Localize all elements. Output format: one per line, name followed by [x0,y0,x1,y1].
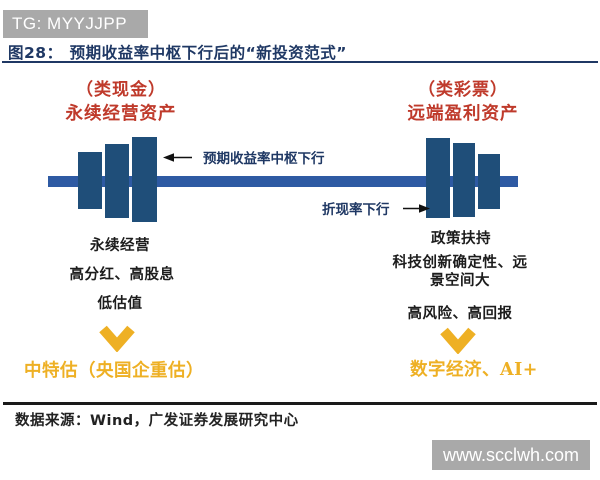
barbell-plate-left-small [78,152,102,209]
discount-rate-annotation: 折现率下行 [322,198,430,218]
tg-watermark-banner: TG: MYYJJPP [3,10,148,38]
barbell-plate-right-medium [453,143,475,217]
figure-title: 图28： 预期收益率中枢下行后的“新投资范式” [8,41,347,63]
source-divider [3,402,597,405]
expected-return-label: 预期收益率中枢下行 [203,151,325,167]
right-trait: 高风险、高回报 [407,305,513,322]
right-trait: 政策扶持 [431,230,491,247]
left-asset-name: 永续经营资产 [65,104,177,124]
barbell-plate-right-small [478,154,500,209]
left-asset-header: （类现金） 永续经营资产 [66,80,177,125]
left-trait: 永续经营 [90,237,150,254]
right-asset-header: （类彩票） 远端盈利资产 [408,80,519,125]
left-trait: 低估值 [97,295,143,312]
arrow-left-icon [163,152,192,162]
right-trait: 科技创新确定性、远景空间大 [392,254,528,289]
barbell-plate-left-medium [105,144,129,218]
data-source: 数据来源：Wind，广发证券发展研究中心 [15,413,299,429]
left-asset-tag: （类现金） [76,80,166,100]
left-trait: 高分红、高股息 [69,266,175,283]
barbell-plate-left-large [132,137,157,222]
chevron-down-icon [99,325,135,352]
arrow-right-icon [402,203,430,213]
barbell-plate-right-large [426,138,450,218]
right-asset-tag: （类彩票） [418,80,508,100]
discount-rate-label: 折现率下行 [322,202,390,218]
figure-number: 图28： [8,44,63,62]
chevron-down-icon [440,327,476,354]
figure-title-text: 预期收益率中枢下行后的“新投资范式” [69,44,347,62]
left-conclusion: 中特估（央国企重估） [24,361,204,381]
right-asset-name: 远端盈利资产 [407,104,519,124]
site-watermark: www.scclwh.com [432,440,590,470]
title-divider [2,61,598,63]
expected-return-annotation: 预期收益率中枢下行 [163,147,325,167]
barbell-bar [48,176,518,187]
right-conclusion: 数字经济、AI+ [410,360,538,380]
